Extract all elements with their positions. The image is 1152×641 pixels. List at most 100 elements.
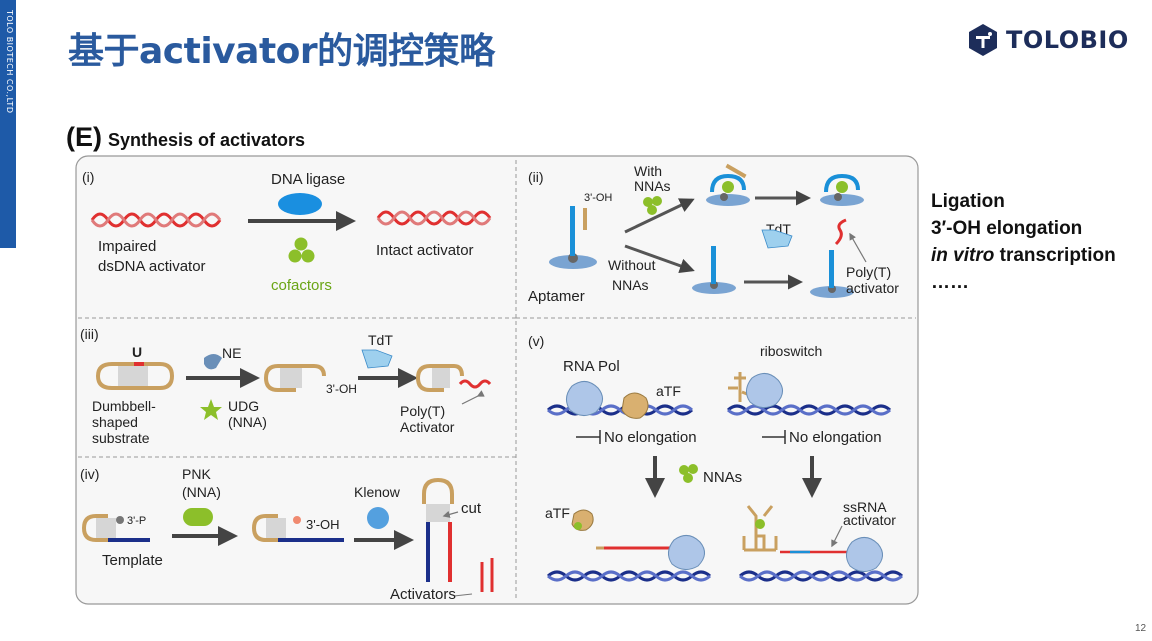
panel-v-label: (v) — [528, 333, 544, 349]
polyt-substrate-icon — [415, 364, 492, 392]
bound-aptamer-icon-2 — [820, 173, 864, 206]
hairpin-activator-icon — [422, 477, 454, 582]
dna-duplex-right-top — [727, 404, 891, 416]
no-elongation-label-2: No elongation — [789, 429, 882, 446]
riboswitch-icon — [728, 372, 753, 402]
shaped-label: shaped — [92, 414, 138, 430]
cut-pointer — [442, 510, 459, 518]
ii-polyt-label: Poly(T) — [846, 264, 891, 280]
rna-pol-icon-4 — [846, 537, 883, 572]
tdt-enzyme-icon-ii — [761, 229, 793, 249]
strategy-ivt-rest: transcription — [994, 245, 1116, 266]
nnas-cluster-icon — [679, 464, 698, 483]
template-label: Template — [102, 552, 163, 569]
cofactors-icon — [288, 237, 315, 263]
pnk-enzyme-icon — [183, 508, 213, 526]
figure-title: Synthesis of activators — [108, 130, 306, 150]
substrate-label: substrate — [92, 430, 150, 446]
without-nnas-label: NNAs — [612, 277, 649, 293]
intact-dna-icon — [376, 210, 492, 226]
dsdna-label: dsDNA activator — [98, 258, 206, 275]
activators-pointer — [453, 593, 473, 597]
panel-iv-label: (iv) — [80, 466, 99, 482]
figure-frame — [75, 155, 919, 605]
udg-nna-label: (NNA) — [228, 414, 267, 430]
iii-tdt-label: TdT — [368, 332, 393, 348]
figure-letter: (E) — [66, 122, 102, 152]
rna-pol-label: RNA Pol — [563, 358, 620, 375]
polyt-pointer-iii — [461, 390, 485, 405]
ii-3oh-label: 3'-OH — [584, 192, 612, 204]
polyt-aptamer-icon — [810, 218, 854, 298]
dna-ligase-label: DNA ligase — [271, 171, 345, 188]
iii-polyt-label: Poly(T) — [400, 403, 445, 419]
klenow-label: Klenow — [354, 484, 401, 500]
cut-label: cut — [461, 500, 482, 517]
polyt-pointer-ii — [849, 232, 867, 263]
dumbbell-substrate-icon — [95, 362, 175, 390]
nicked-substrate-icon — [263, 364, 326, 392]
logo-text: TOLOBIO — [1006, 26, 1129, 54]
dumbbell-label: Dumbbell- — [92, 398, 156, 414]
impaired-label: Impaired — [98, 238, 156, 255]
strategy-ivt-italic: in vitro — [931, 245, 995, 266]
ssrna-label: ssRNA — [843, 499, 887, 515]
pnk-nna-label: (NNA) — [182, 484, 221, 500]
ssrna-activator-label: activator — [843, 512, 896, 528]
iv-3p-label: 3'-P — [127, 515, 146, 527]
side-company-label: TOLO BIOTECH CO.,LTD — [5, 10, 14, 114]
side-bar: TOLO BIOTECH CO.,LTD — [0, 0, 16, 248]
strategy-list: Ligation 3′-OH elongation in vitro trans… — [931, 188, 1116, 296]
atf-ligand-icon — [574, 522, 582, 530]
atf-icon — [621, 392, 649, 419]
with-label: With — [634, 163, 662, 179]
logo: TOLOBIO — [966, 22, 1129, 58]
aptamer-icon-2 — [692, 246, 736, 294]
activators-label: Activators — [390, 586, 456, 603]
template-icon — [81, 514, 150, 542]
atf-label-2: aTF — [545, 505, 570, 521]
ne-label: NE — [222, 345, 241, 361]
u-label: U — [132, 344, 142, 360]
panel-ii-label: (ii) — [528, 169, 544, 185]
iv-3oh-label: 3'-OH — [306, 517, 340, 532]
ligase-icon — [278, 193, 322, 215]
released-strand — [725, 163, 747, 179]
strategy-ivt: in vitro transcription — [931, 242, 1116, 269]
intact-activator-label: Intact activator — [376, 242, 474, 259]
rna-pol-icon-3 — [668, 535, 705, 570]
strategy-elongation: 3′-OH elongation — [931, 218, 1083, 239]
impaired-dna-icon — [90, 212, 222, 228]
klenow-enzyme-icon — [367, 507, 389, 529]
dna-duplex-right-bottom — [739, 570, 903, 582]
dna-duplex-left-bottom — [547, 570, 711, 582]
strategy-ligation: Ligation — [931, 191, 1005, 212]
aptamer-icon — [549, 206, 597, 269]
tdt-enzyme-icon-iii — [361, 349, 393, 369]
udg-star-icon — [200, 399, 222, 420]
folded-riboswitch-icon — [742, 505, 778, 552]
iii-3oh-label: 3'-OH — [326, 382, 357, 396]
tolobio-logo-icon — [969, 24, 997, 56]
nna-cluster-icon — [643, 196, 662, 215]
atf-label: aTF — [656, 383, 681, 399]
strategy-ellipsis: …… — [931, 272, 969, 293]
bound-aptamer-icon-1 — [706, 173, 750, 206]
rna-pol-icon-2 — [746, 373, 783, 408]
iii-activator-label: Activator — [400, 419, 455, 435]
ne-enzyme-icon — [204, 354, 222, 370]
udg-label: UDG — [228, 398, 259, 414]
no-elongation-label-1: No elongation — [604, 429, 697, 446]
with-arrow — [624, 198, 695, 234]
without-label: Without — [608, 257, 656, 273]
without-arrow — [624, 244, 695, 274]
figure-heading: (E) Synthesis of activators — [66, 122, 305, 153]
pnk-label: PNK — [182, 466, 211, 482]
page-number: 12 — [1135, 623, 1147, 634]
riboswitch-label: riboswitch — [760, 343, 822, 359]
activator-strands-icon — [480, 558, 494, 592]
aptamer-label: Aptamer — [528, 288, 585, 305]
cofactors-label: cofactors — [271, 277, 332, 294]
page-title: 基于activator的调控策略 — [68, 31, 495, 72]
